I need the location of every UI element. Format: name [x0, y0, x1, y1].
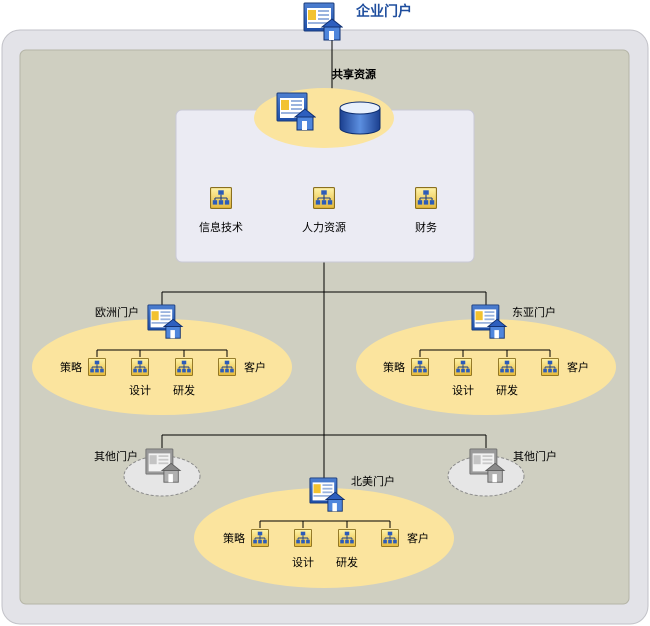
asia-site-label-design: 设计 [452, 384, 474, 397]
na-site-icon-customer [381, 529, 399, 547]
shared-resources-group: 共享资源 信息技术 人力资源 财务 [175, 67, 475, 263]
north-america-portal-ellipse [194, 488, 454, 588]
asia-site-icon-rnd [498, 358, 516, 376]
na-site-icon-design [294, 529, 312, 547]
europe-connector [96, 349, 228, 357]
europe-portal-group: 欧洲门户 策略 设计 研发 客户 [32, 304, 292, 415]
na-site-label-design: 设计 [292, 556, 314, 569]
europe-site-label-customer: 客户 [244, 360, 266, 374]
europe-site-label-design: 设计 [129, 384, 151, 397]
asia-site-label-customer: 客户 [567, 360, 589, 374]
other-portal-left-ellipse [123, 455, 201, 497]
asia-site-icon-design [454, 358, 472, 376]
asia-site-icon-strategy [411, 358, 429, 376]
north-america-connector [259, 520, 391, 528]
north-america-portal-label: 北美门户 [351, 474, 395, 488]
europe-site-icon-design [131, 358, 149, 376]
enterprise-portal-title: 企业门户 [355, 3, 412, 20]
europe-site-icon-strategy [88, 358, 106, 376]
na-site-icon-rnd [338, 529, 356, 547]
other-portal-right-label: 其他门户 [513, 449, 557, 463]
site-label-finance: 财务 [415, 220, 437, 234]
database-icon [339, 101, 381, 135]
asia-site-icon-customer [541, 358, 559, 376]
asia-site-label-strategy: 策略 [383, 360, 405, 374]
site-icon-hr [313, 187, 335, 209]
asia-site-label-rnd: 研发 [496, 383, 518, 397]
na-site-label-customer: 客户 [407, 531, 429, 545]
na-site-icon-strategy [251, 529, 269, 547]
shared-resources-label: 共享资源 [332, 67, 376, 81]
europe-site-label-strategy: 策略 [60, 360, 82, 374]
site-label-hr: 人力资源 [302, 220, 346, 234]
site-icon-it [210, 187, 232, 209]
other-portal-right-ellipse [447, 455, 525, 497]
north-america-portal-group: 北美门户 策略 设计 研发 客户 [194, 474, 454, 588]
na-site-label-rnd: 研发 [336, 555, 358, 569]
other-portal-left-label: 其他门户 [94, 449, 138, 463]
europe-site-icon-rnd [175, 358, 193, 376]
other-portal-left-group: 其他门户 [94, 448, 201, 497]
other-portal-right-group: 其他门户 [447, 448, 557, 497]
europe-portal-label: 欧洲门户 [95, 305, 139, 319]
europe-portal-ellipse [32, 319, 292, 415]
asia-connector [419, 349, 551, 357]
asia-portal-group: 东亚门户 策略 设计 研发 客户 [356, 304, 616, 415]
na-site-label-strategy: 策略 [223, 531, 245, 545]
asia-portal-ellipse [356, 319, 616, 415]
asia-portal-label: 东亚门户 [512, 305, 556, 319]
enterprise-portal: 企业门户 [303, 2, 412, 41]
site-label-it: 信息技术 [199, 220, 243, 234]
europe-site-label-rnd: 研发 [173, 383, 195, 397]
site-icon-finance [415, 187, 437, 209]
europe-site-icon-customer [218, 358, 236, 376]
